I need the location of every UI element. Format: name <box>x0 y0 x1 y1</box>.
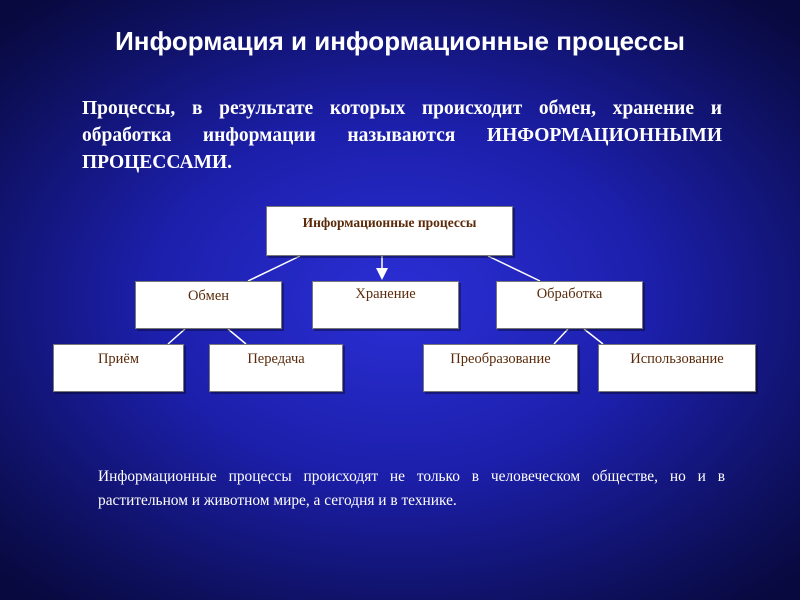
footnote-text: Информационные процессы происходят не то… <box>98 468 725 509</box>
node-exchange[interactable]: Обмен <box>135 281 282 329</box>
node-transmit-label: Передача <box>247 351 305 367</box>
slide-title: Информация и информационные процессы <box>115 26 685 56</box>
connector-exchange-transmit <box>227 328 247 345</box>
node-information-processes-label: Информационные процессы <box>302 215 477 230</box>
node-usage[interactable]: Использование <box>598 344 756 392</box>
node-processing-label: Обработка <box>536 286 603 302</box>
connector-root-processing <box>487 255 541 282</box>
connector-exchange-receive <box>167 328 186 345</box>
connector-processing-use <box>583 328 604 345</box>
node-storage-label: Хранение <box>355 286 416 302</box>
node-processing[interactable]: Обработка <box>496 281 643 329</box>
node-receive[interactable]: Приём <box>53 344 184 392</box>
node-storage[interactable]: Хранение <box>312 281 459 329</box>
definition-text: Процессы, в результате которых происходи… <box>82 98 722 173</box>
node-transformation[interactable]: Преобразование <box>423 344 578 392</box>
node-transmit[interactable]: Передача <box>209 344 343 392</box>
node-receive-label: Приём <box>97 351 140 367</box>
connector-processing-transform <box>553 328 569 345</box>
node-transformation-label: Преобразование <box>450 351 551 367</box>
node-information-processes[interactable]: Информационные процессы <box>266 206 513 256</box>
node-exchange-label: Обмен <box>187 288 230 304</box>
connector-root-exchange <box>247 255 301 282</box>
node-usage-label: Использование <box>630 351 724 367</box>
